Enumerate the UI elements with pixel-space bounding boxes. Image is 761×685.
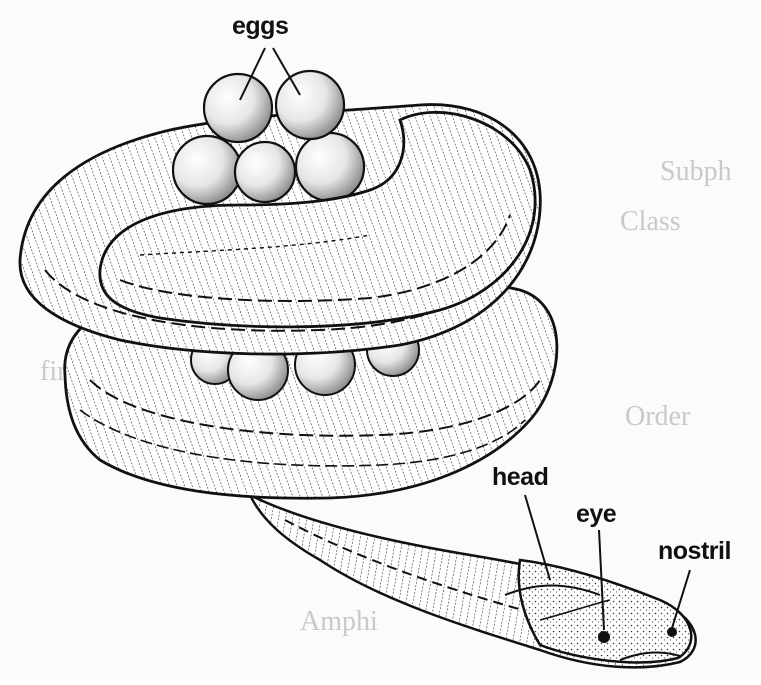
eggs-label: eggs [232, 12, 288, 41]
nostril-label: nostril [658, 537, 731, 566]
nostril-mark [667, 627, 677, 637]
eye-mark [598, 631, 610, 643]
eye-label: eye [576, 500, 616, 529]
svg-text:Class: Class [620, 206, 681, 237]
svg-text:Amphi: Amphi [300, 606, 378, 637]
svg-text:Order: Order [625, 401, 691, 432]
head-label: head [492, 463, 548, 492]
svg-text:Subph: Subph [660, 156, 732, 187]
